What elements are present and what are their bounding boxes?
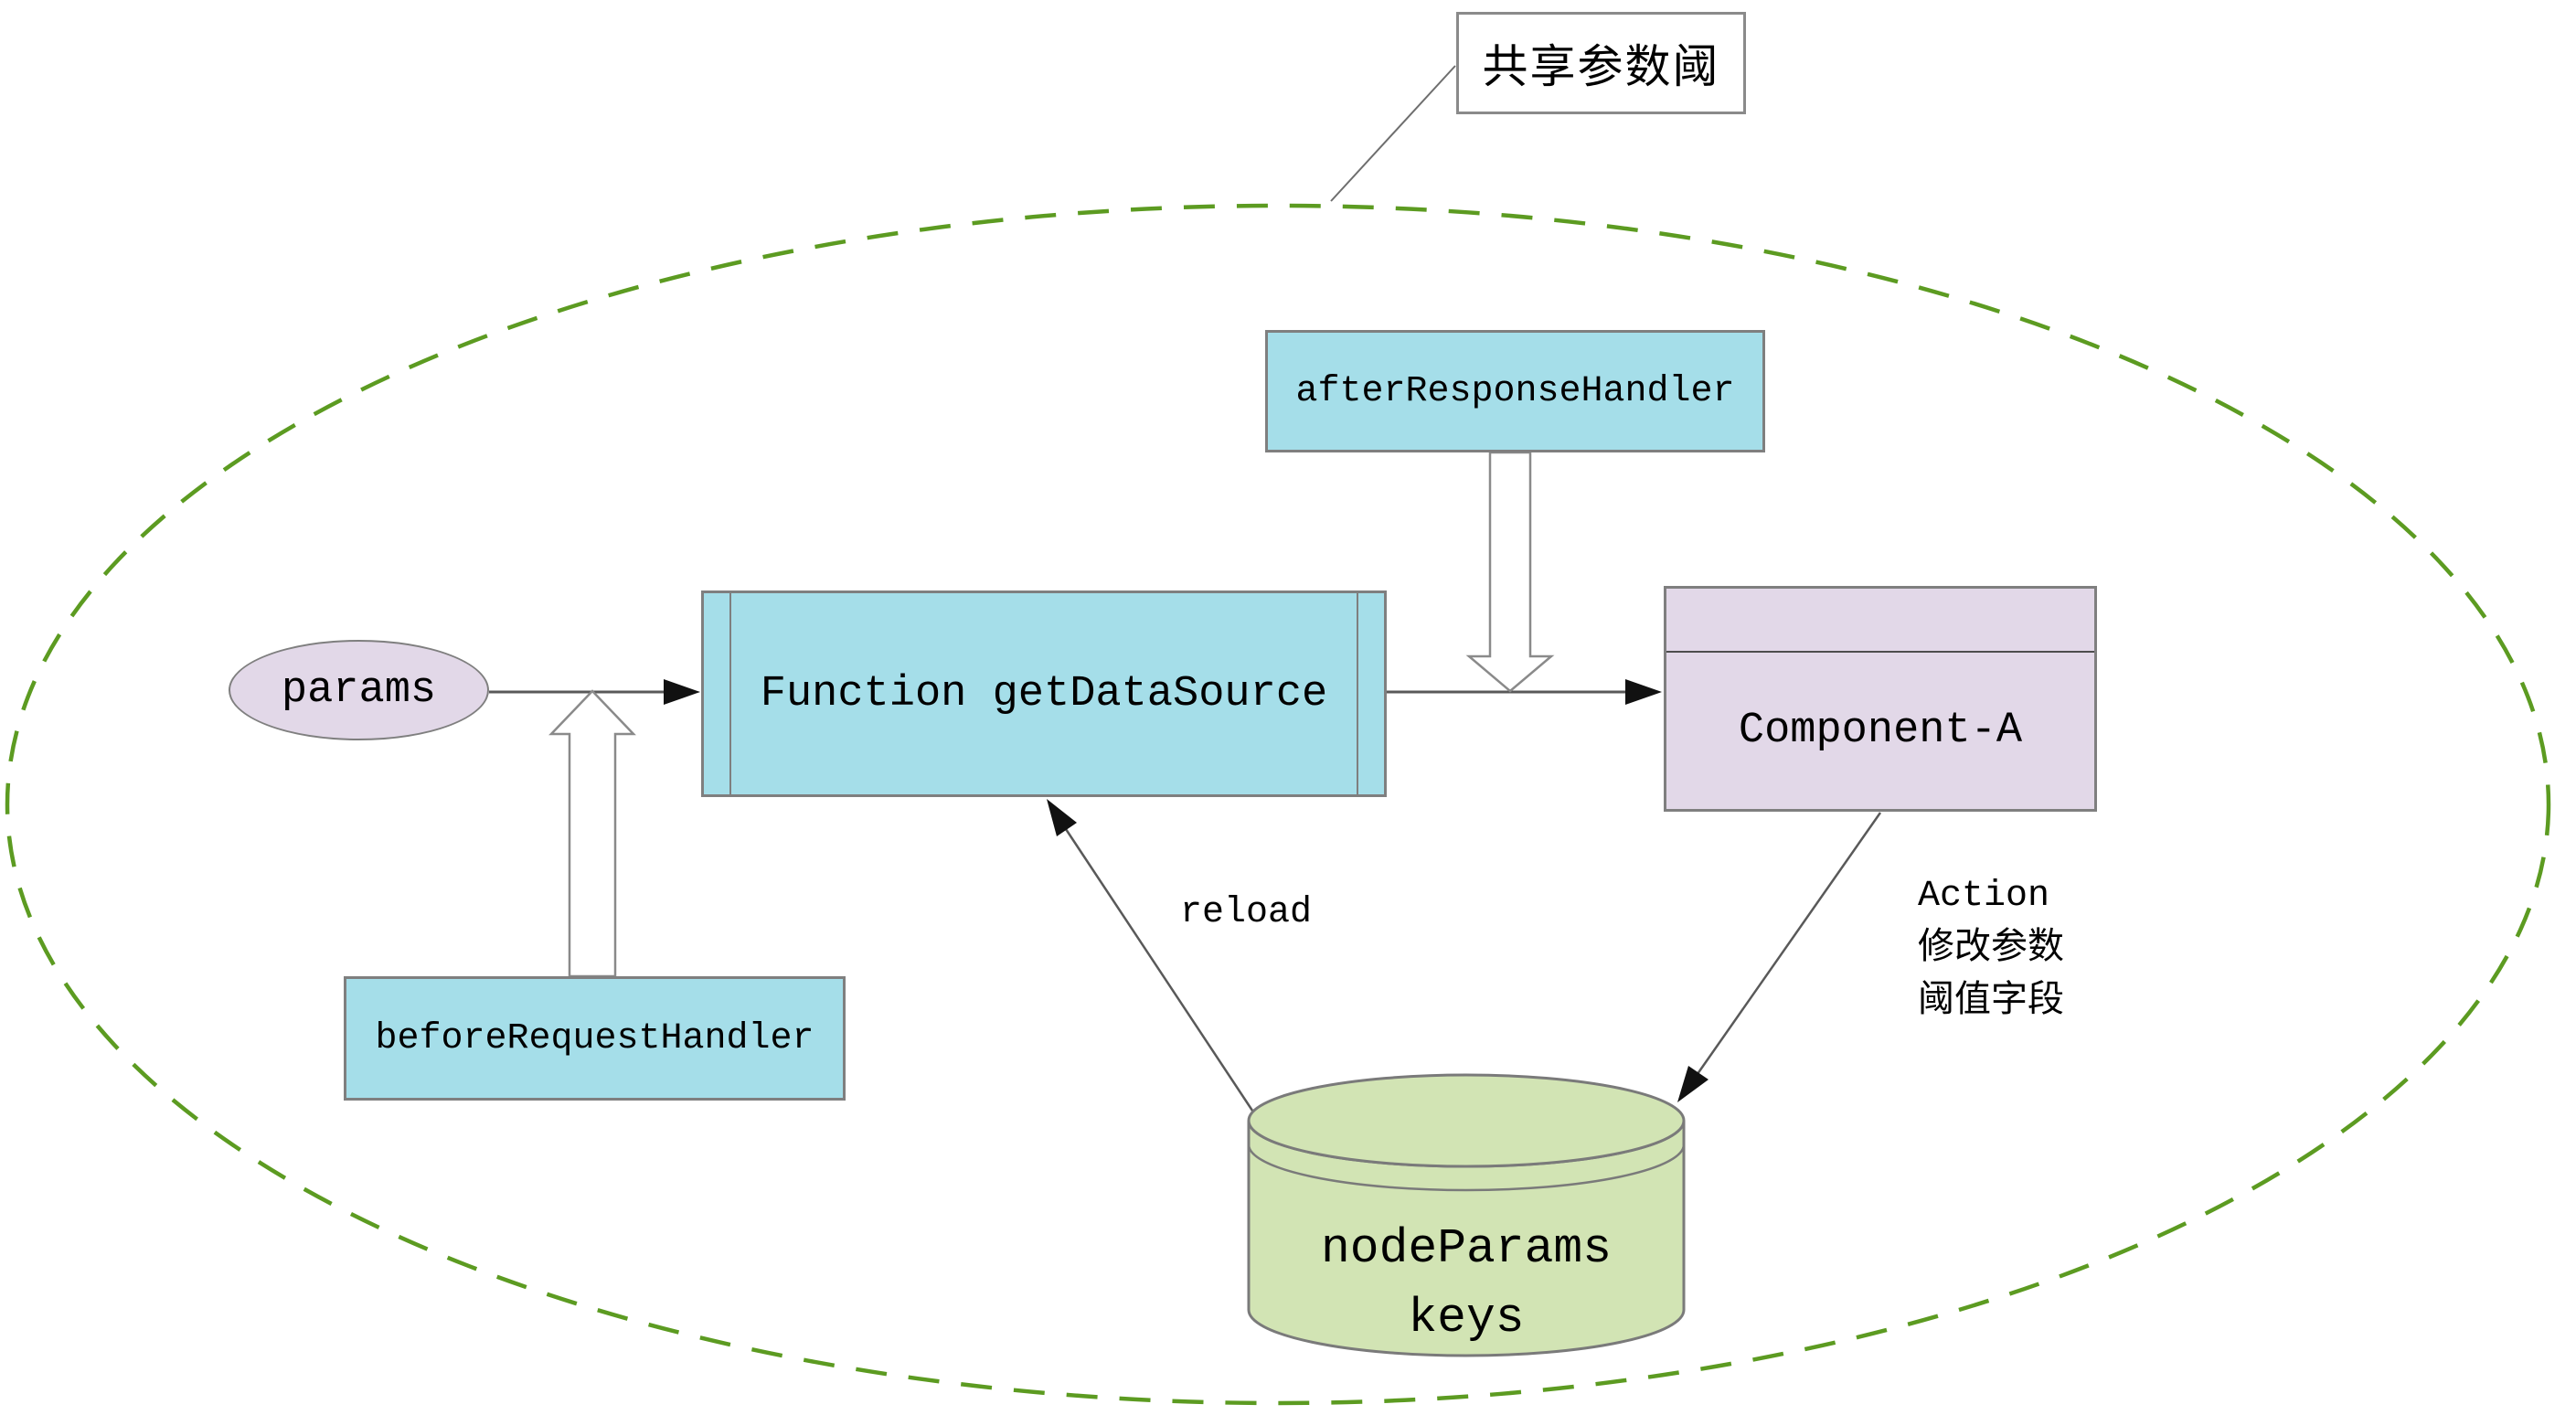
before-request-handler-label: beforeRequestHandler xyxy=(375,1017,814,1059)
edge-label-action: Action 修改参数 阈值字段 xyxy=(1918,870,2064,1029)
shared-param-callout-box: 共享参数阈 xyxy=(1456,12,1746,114)
component-a-header-band xyxy=(1666,589,2094,653)
component-a-body: Component-A xyxy=(1666,653,2094,809)
edge-label-reload: reload xyxy=(1179,892,1313,933)
shared-param-boundary-ellipse xyxy=(5,203,2551,1406)
edge-component-to-store xyxy=(1691,812,1882,1081)
arrowhead-store-to-function xyxy=(1047,799,1077,836)
node-after-response-handler: afterResponseHandler xyxy=(1265,330,1765,452)
node-function-get-datasource: Function getDataSource xyxy=(701,590,1387,797)
edge-store-to-function xyxy=(1060,823,1260,1120)
after-response-handler-label: afterResponseHandler xyxy=(1295,370,1735,412)
node-store-cylinder xyxy=(1247,1073,1686,1357)
arrowhead-component-to-store xyxy=(1677,1066,1708,1102)
cylinder-lid-arc xyxy=(1247,1144,1686,1192)
arrowhead-function-to-component xyxy=(1625,679,1662,705)
component-a-label: Component-A xyxy=(1738,707,2023,755)
action-label-line2: 修改参数 xyxy=(1918,929,2064,970)
block-arrow-after-response-down xyxy=(1465,451,1555,693)
node-params: params xyxy=(229,640,489,740)
callout-leader-line xyxy=(1330,65,1456,202)
action-label-line1: Action xyxy=(1918,876,2050,917)
subroutine-right-bar xyxy=(1357,593,1358,794)
subroutine-left-bar xyxy=(729,593,731,794)
store-label-line2: keys xyxy=(1408,1291,1525,1346)
block-arrow-before-request-up xyxy=(548,689,636,978)
node-component-a: Component-A xyxy=(1664,586,2097,812)
arrowhead-params-to-function xyxy=(664,679,700,705)
function-get-datasource-label: Function getDataSource xyxy=(760,669,1328,718)
params-label: params xyxy=(281,665,437,715)
node-before-request-handler: beforeRequestHandler xyxy=(344,976,846,1101)
store-label-line1: nodeParams xyxy=(1320,1221,1613,1276)
cylinder-top xyxy=(1247,1073,1686,1168)
shared-param-callout-label: 共享参数阈 xyxy=(1482,44,1720,97)
action-label-line3: 阈值字段 xyxy=(1918,982,2064,1023)
